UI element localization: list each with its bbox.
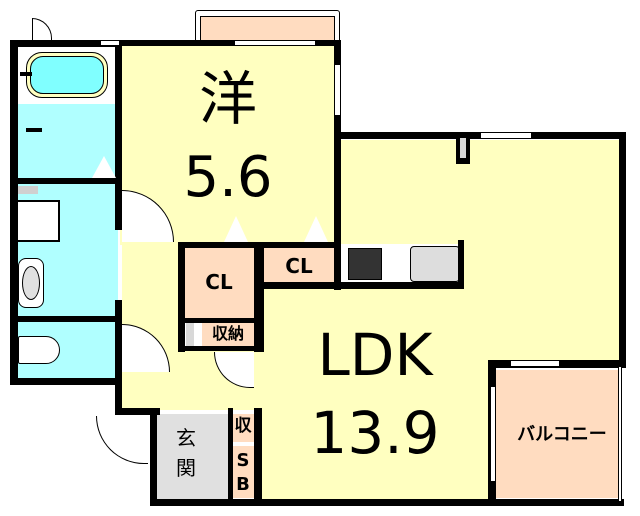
shoe-box-label-1: S	[236, 450, 250, 471]
shoe-box-label-2: B	[236, 474, 250, 495]
door-swing-icon	[96, 416, 148, 464]
washbasin-bowl	[22, 266, 40, 300]
wall	[228, 408, 233, 500]
wall	[178, 318, 262, 323]
bathtub-inner	[30, 56, 104, 94]
window	[100, 40, 120, 46]
pillar-inner	[460, 138, 466, 158]
wall	[334, 40, 341, 290]
shelf-icon	[18, 186, 38, 194]
wall	[619, 132, 626, 364]
toilet-icon	[18, 336, 60, 364]
closet-2-label: CL	[285, 254, 313, 278]
wall	[150, 499, 624, 506]
entrance-label-2: 関	[176, 456, 196, 480]
wall	[260, 282, 464, 289]
door-swing-icon	[32, 18, 52, 40]
balcony	[496, 370, 622, 498]
window	[510, 360, 560, 367]
wall	[10, 378, 122, 385]
shower-icon	[26, 128, 42, 132]
closet-door-icon	[224, 216, 248, 242]
shoe-storage-label: 収	[234, 416, 252, 436]
window	[234, 40, 316, 46]
ldk-right	[490, 285, 620, 360]
storage-label: 収納	[211, 324, 244, 343]
ldk-label: LDK	[317, 321, 433, 389]
entrance	[156, 414, 232, 500]
closet-1	[184, 248, 254, 318]
wall	[254, 242, 264, 352]
entrance-label-1: 玄	[176, 426, 196, 450]
wall	[115, 408, 160, 415]
sink-icon	[410, 246, 460, 282]
balcony-rail	[618, 366, 622, 502]
shoe-storage	[232, 414, 254, 442]
wall	[120, 40, 340, 46]
shoe-box	[232, 446, 254, 498]
storage-shelf	[186, 322, 194, 346]
wall	[115, 300, 122, 415]
wall	[458, 240, 464, 288]
balcony-label: バルコニー	[517, 424, 607, 445]
storage	[202, 322, 254, 346]
closet-door-icon	[304, 216, 328, 242]
wall	[16, 316, 120, 322]
window	[480, 132, 532, 139]
western-room-label: 洋	[198, 65, 257, 133]
western-room-size: 5.6	[183, 145, 273, 210]
stove-icon	[348, 248, 382, 280]
window	[334, 64, 341, 116]
window	[490, 386, 496, 482]
wall	[178, 242, 185, 352]
closet-2	[264, 248, 334, 282]
wall	[254, 408, 262, 506]
wall	[16, 178, 120, 184]
upper-balcony-fill	[200, 16, 335, 42]
wall	[10, 40, 120, 47]
wall	[178, 346, 262, 351]
closet-door-icon	[92, 156, 116, 178]
faucet-icon	[20, 72, 32, 76]
wall	[10, 40, 18, 384]
closet-1-label: CL	[205, 270, 233, 294]
wall	[150, 408, 157, 506]
wall	[115, 40, 122, 230]
washing-machine-icon	[16, 200, 60, 242]
ldk-size: 13.9	[310, 399, 440, 467]
ldk	[260, 285, 490, 500]
